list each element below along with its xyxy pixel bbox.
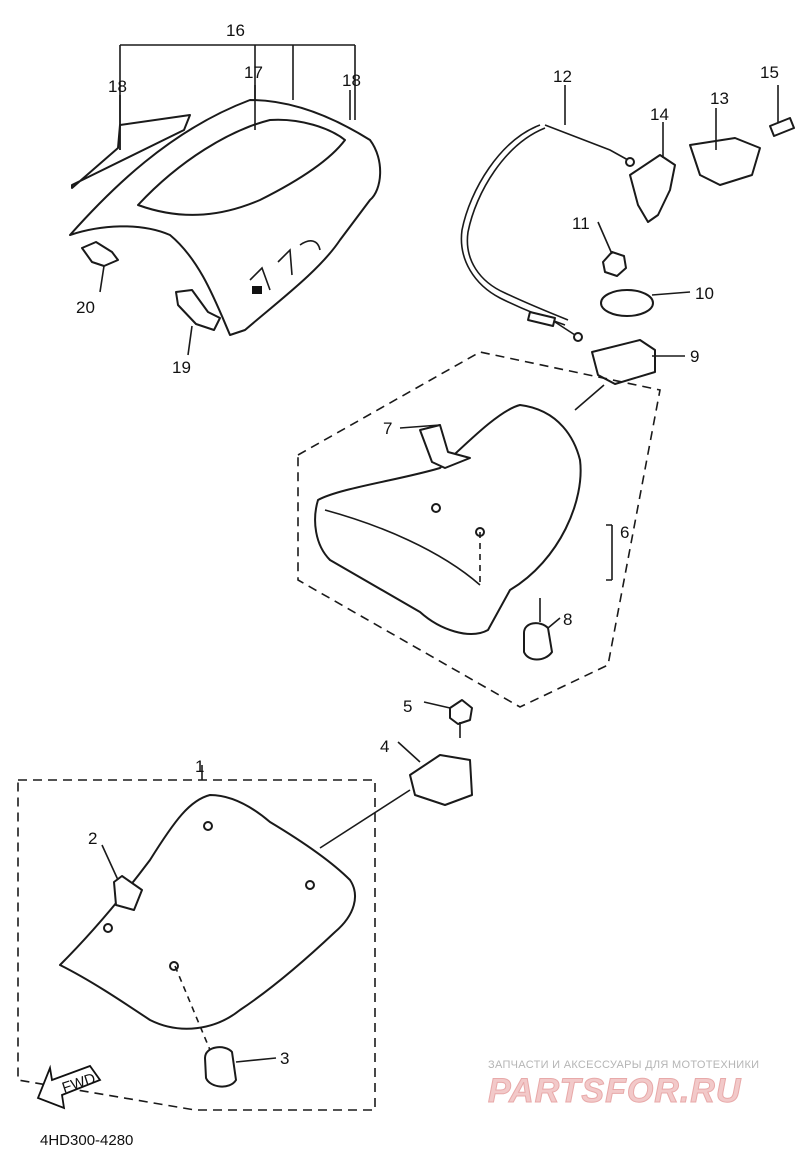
front-seat-assembly [17, 779, 376, 1111]
callout-5: 5 [403, 697, 412, 716]
callout-6: 6 [620, 523, 629, 542]
callout-3: 3 [280, 1049, 289, 1068]
callout-18-left: 18 [108, 77, 127, 96]
callout-19: 19 [172, 358, 191, 377]
callout-15: 15 [760, 63, 779, 82]
callout-17: 17 [244, 63, 263, 82]
seat-lock-bracket-parts [591, 251, 656, 385]
callout-7: 7 [383, 419, 392, 438]
callout-9: 9 [690, 347, 699, 366]
rear-seat-assembly [297, 351, 661, 708]
callout-18-right: 18 [342, 71, 361, 90]
callout-2: 2 [88, 829, 97, 848]
callout-14: 14 [650, 105, 669, 124]
callout-8: 8 [563, 610, 572, 629]
fwd-arrow-icon: FWD [36, 1064, 102, 1110]
front-seat-bracket-parts [409, 699, 473, 806]
callout-20: 20 [76, 298, 95, 317]
callout-numbers: 1 2 3 4 5 6 7 8 9 10 11 12 13 14 15 16 1… [76, 21, 779, 1068]
callout-11: 11 [572, 214, 590, 233]
callout-13: 13 [710, 89, 729, 108]
watermark-tagline: ЗАПЧАСТИ И АКСЕССУАРЫ ДЛЯ МОТОТЕХНИКИ [488, 1059, 759, 1071]
seat-cowl-assembly [69, 99, 382, 336]
callout-12: 12 [553, 67, 572, 86]
diagram-code: 4HD300-4280 [40, 1132, 133, 1149]
leader-lines [99, 44, 779, 1063]
callout-10: 10 [695, 284, 714, 303]
callout-16: 16 [226, 21, 245, 40]
callout-1: 1 [195, 757, 204, 776]
callout-4: 4 [380, 737, 389, 756]
watermark-brand: PARTSFOR.RU [488, 1072, 742, 1110]
